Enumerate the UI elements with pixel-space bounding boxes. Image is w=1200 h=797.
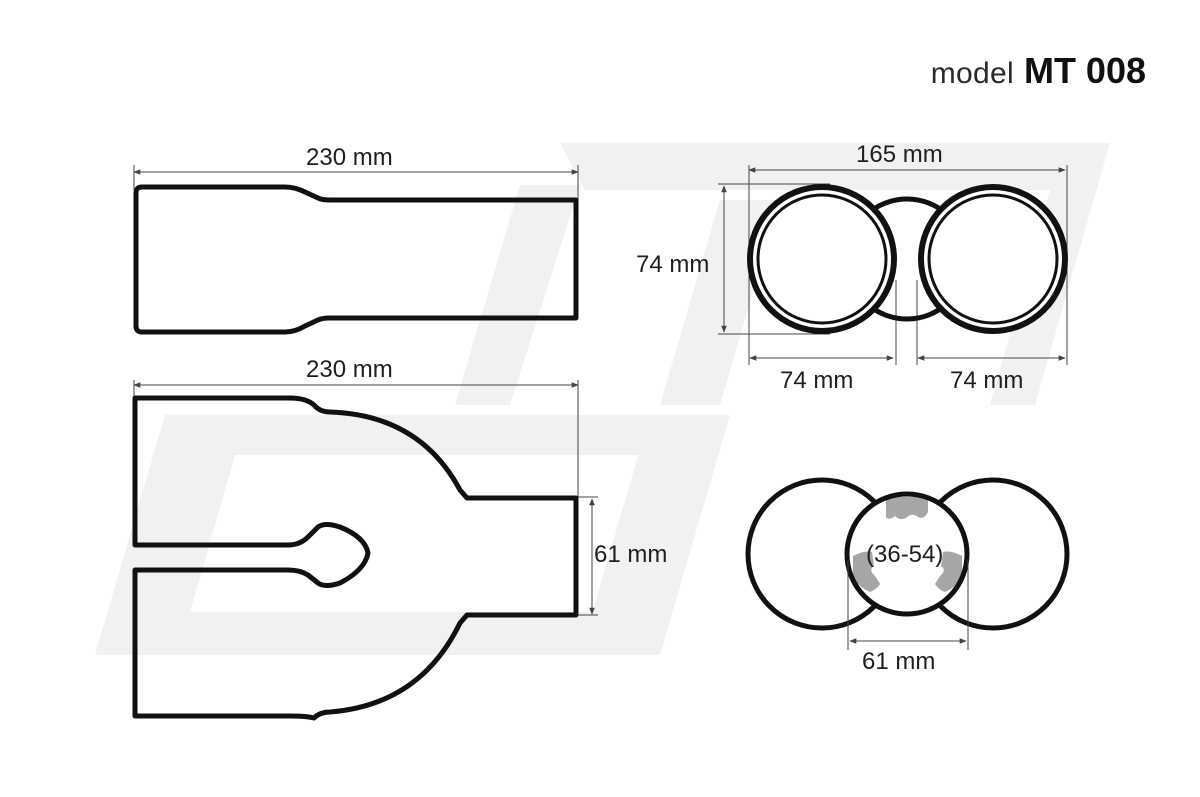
- front-left-outlet-label: 74 mm: [780, 367, 854, 394]
- clamp-range-label: (36-54): [866, 541, 944, 568]
- front-height-label: 74 mm: [636, 251, 710, 278]
- model-prefix: model: [930, 57, 1014, 90]
- front-view-dual: [718, 165, 1068, 365]
- side-length-label: 230 mm: [306, 144, 393, 171]
- front-total-width-label: 165 mm: [856, 141, 943, 168]
- model-title: model MT 008: [931, 50, 1146, 100]
- front-right-outlet-label: 74 mm: [950, 367, 1024, 394]
- model-code: MT 008: [1023, 50, 1146, 91]
- side-view-single: [133, 165, 579, 335]
- clamp-jaw-icon: [853, 497, 962, 592]
- rear-view-inlet: [745, 477, 1070, 650]
- top-length-label: 230 mm: [306, 356, 393, 383]
- top-inlet-label: 61 mm: [594, 541, 668, 568]
- rear-inlet-label: 61 mm: [862, 648, 936, 675]
- top-view-split: [132, 380, 598, 721]
